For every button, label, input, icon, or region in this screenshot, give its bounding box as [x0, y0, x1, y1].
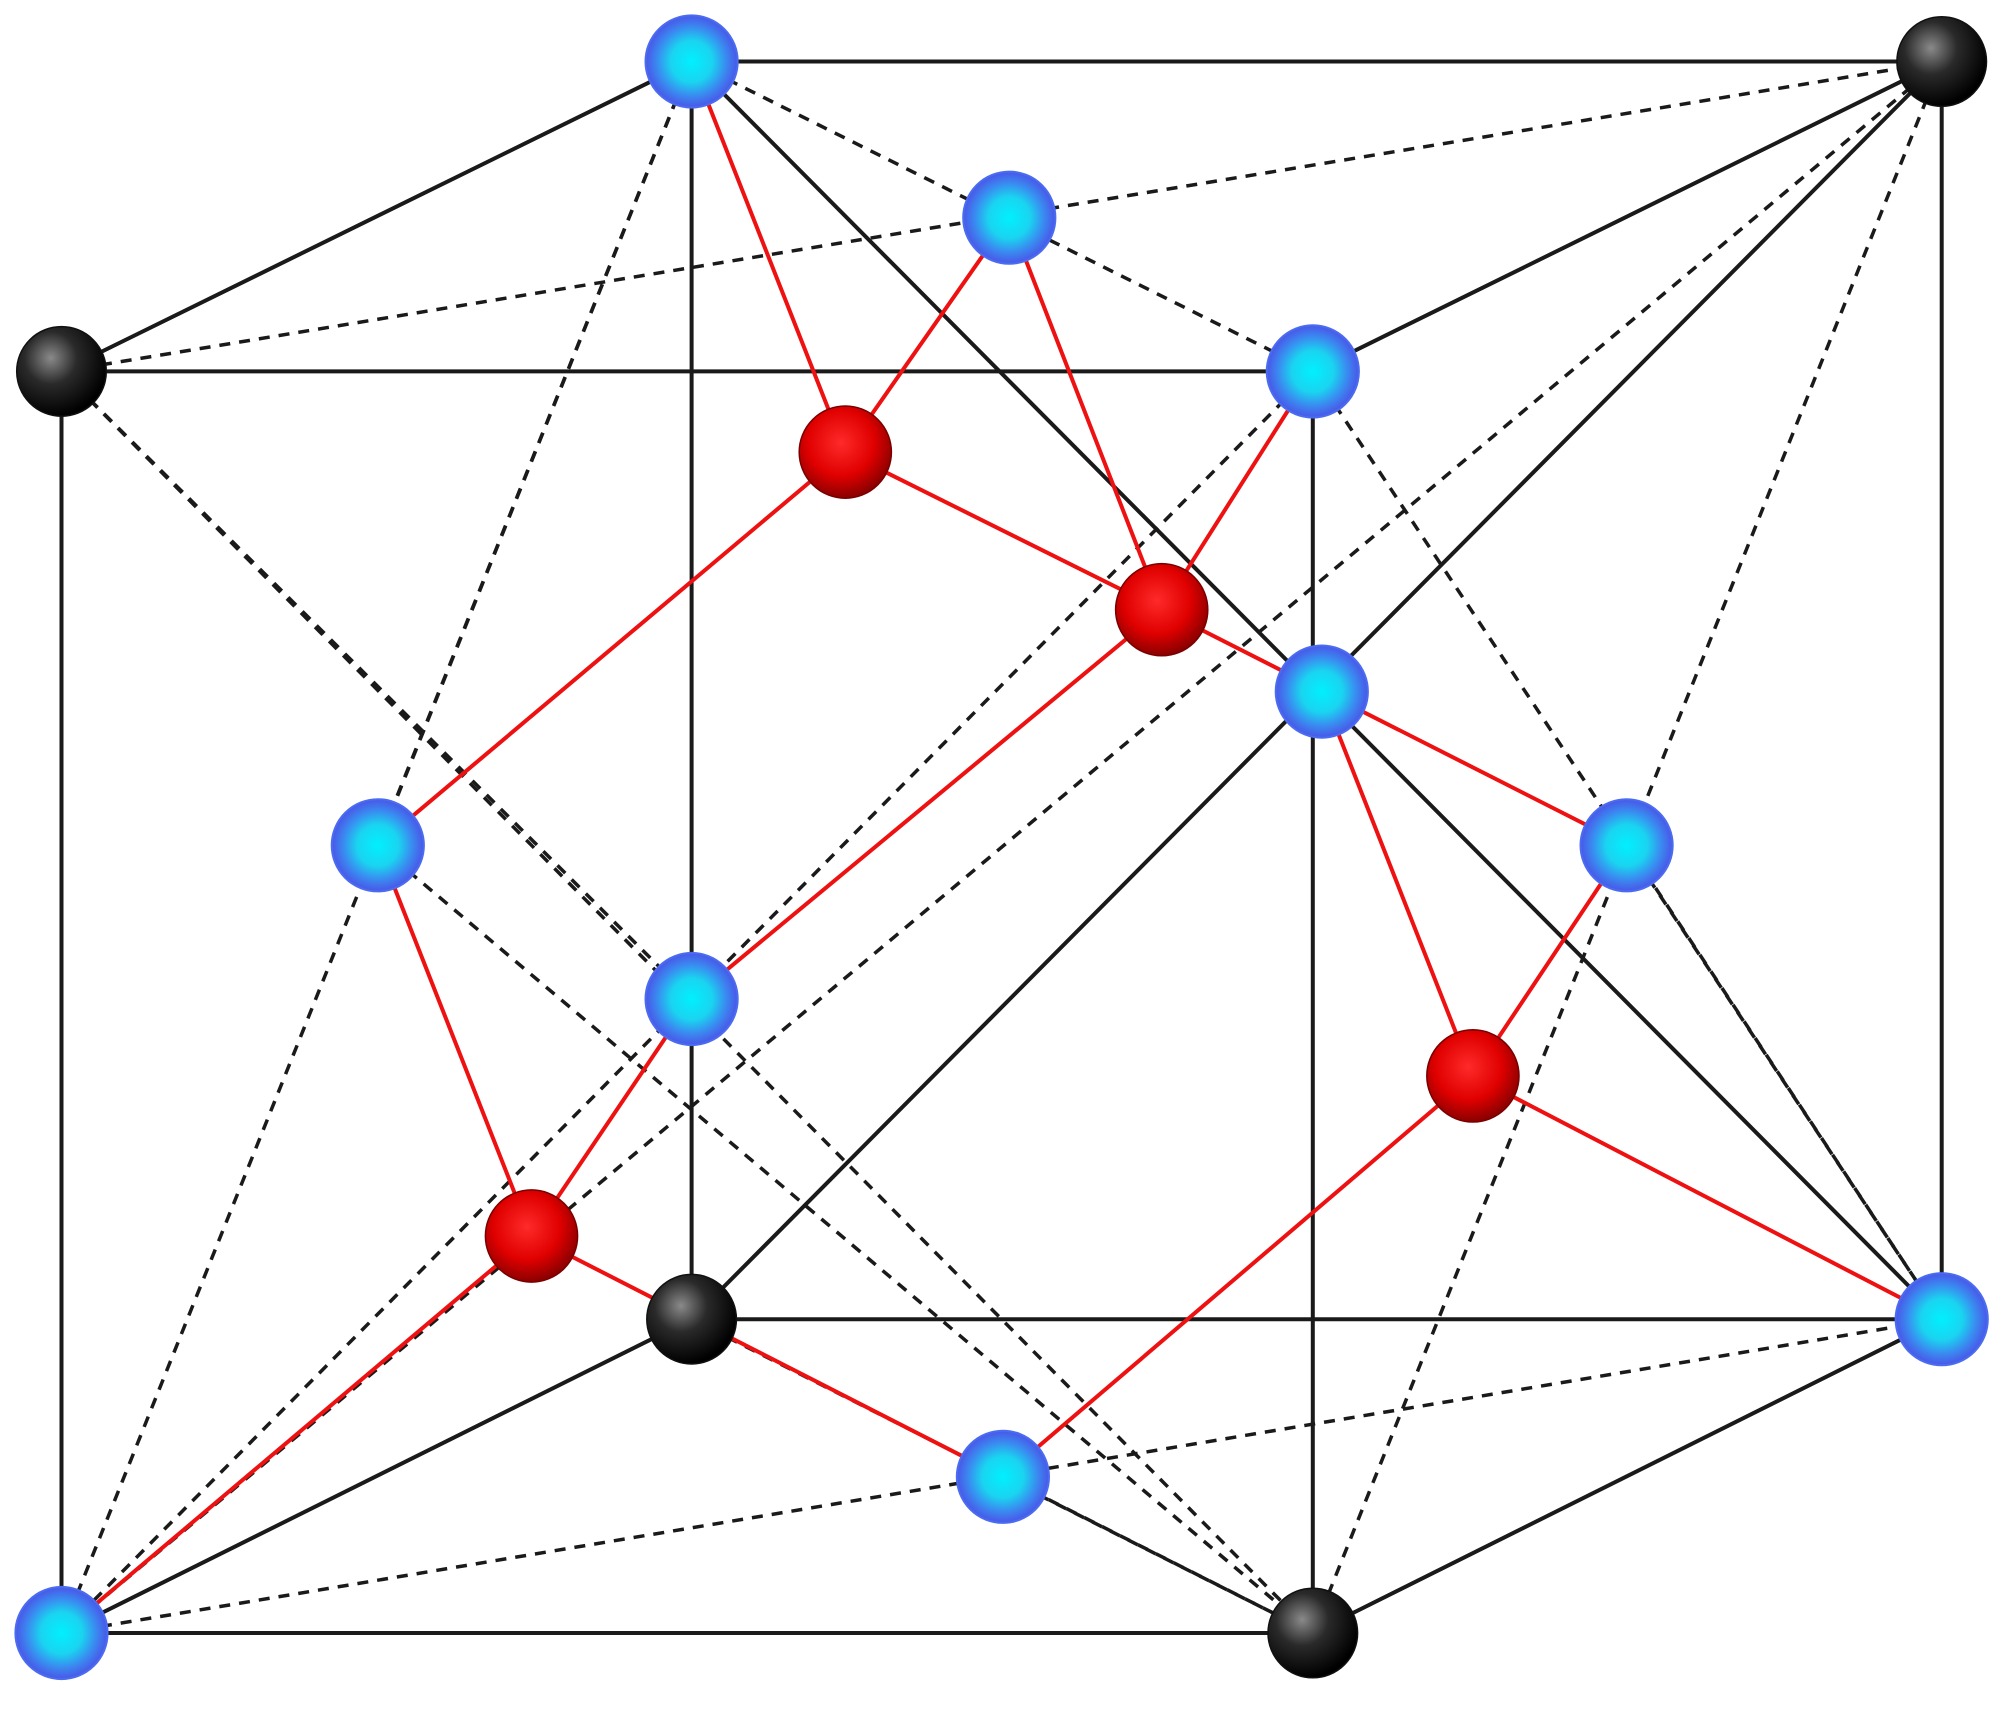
blue-atom — [1274, 644, 1369, 739]
cube-edge — [60, 59, 693, 374]
blue-atom — [14, 1585, 109, 1681]
bond-line — [689, 60, 848, 453]
dashed-edge — [376, 843, 1314, 1635]
bond-line — [1319, 690, 1475, 1077]
blue-atom — [962, 170, 1057, 265]
bond-line — [844, 450, 1163, 612]
dashed-edge — [60, 370, 693, 1001]
red-atom — [484, 1189, 579, 1283]
black-atom — [1267, 1587, 1359, 1679]
bond-line — [1160, 607, 1628, 848]
blue-atom — [1579, 798, 1674, 893]
dashed-edge — [61, 1317, 1942, 1635]
dashed-edge — [1625, 844, 1944, 1321]
red-atom — [798, 405, 893, 499]
cube-edge — [60, 1317, 693, 1635]
cube-edge — [1311, 1317, 1943, 1635]
dashed-edge — [61, 59, 1942, 374]
bond-line — [60, 1234, 533, 1635]
blue-atom — [1265, 324, 1360, 419]
bond-line — [530, 1234, 1004, 1479]
bond-line — [1007, 216, 1164, 611]
red-atom — [1114, 562, 1209, 657]
atoms — [14, 14, 1989, 1681]
blue-atom — [1894, 1272, 1989, 1367]
black-atom — [1896, 15, 1988, 108]
black-atom — [15, 325, 108, 417]
bond-line — [376, 450, 847, 847]
bond-line — [690, 608, 1163, 1001]
bond-line — [375, 844, 534, 1237]
black-atom — [646, 1273, 738, 1365]
red-atom — [1426, 1029, 1520, 1123]
dashed-edge — [60, 60, 1943, 1635]
blue-atom — [330, 798, 425, 893]
blue-atom — [644, 14, 739, 109]
bond-line — [843, 216, 1011, 454]
cube-edge — [1311, 59, 1943, 374]
dashed-edge — [1002, 1475, 1314, 1635]
bond-line — [1001, 1074, 1475, 1479]
bond-line — [529, 997, 694, 1238]
bond-line — [1471, 1074, 1943, 1321]
blue-atom — [955, 1429, 1051, 1524]
blue-atom — [644, 951, 739, 1047]
dashed-edge — [376, 60, 694, 846]
